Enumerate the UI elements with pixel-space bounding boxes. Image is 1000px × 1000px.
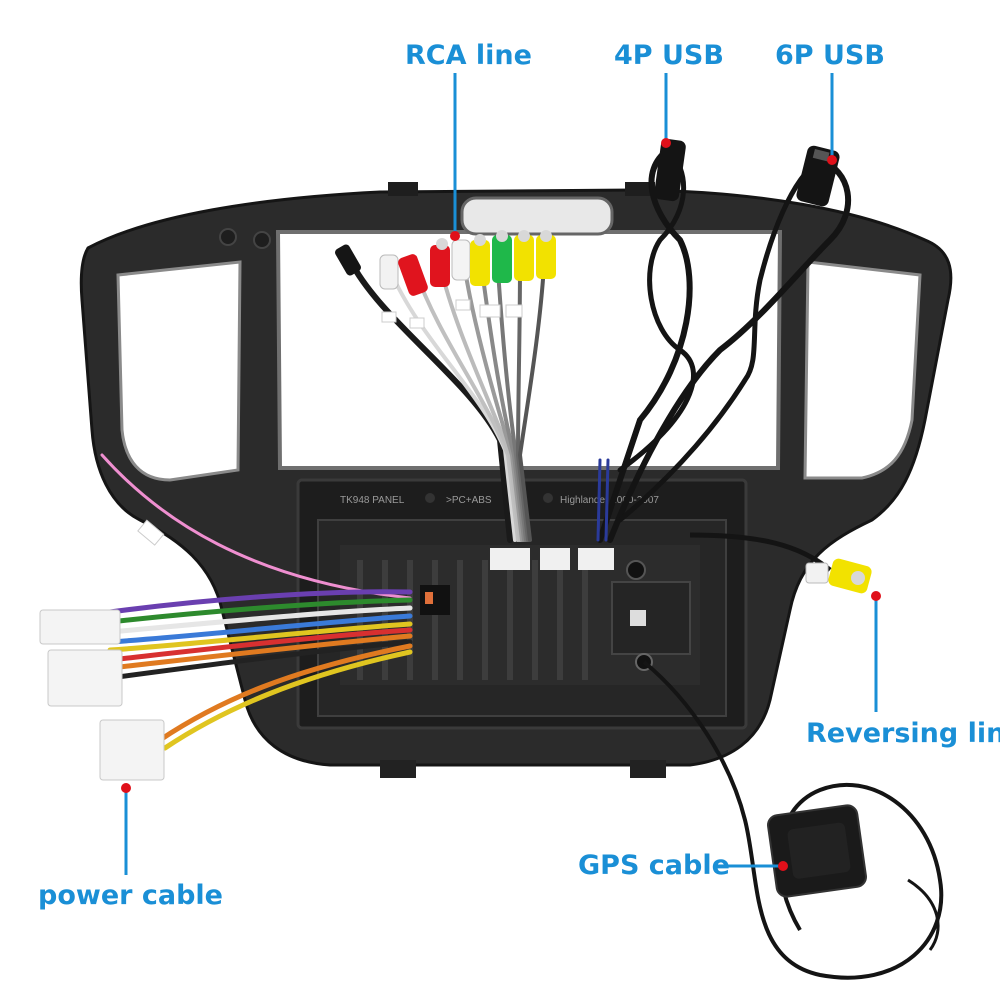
reversing-cable [689, 532, 872, 594]
callout-leaders [124, 73, 878, 875]
power-harness [39, 453, 413, 781]
usb6p-dot [827, 155, 837, 165]
rca-line-label: RCA line [405, 40, 532, 71]
power-cable-label: power cable [38, 880, 223, 911]
reversing-line-label: Reversing line [806, 718, 1000, 749]
power-dot [121, 783, 131, 793]
usb4p-dot [661, 138, 671, 148]
gps-dot [778, 861, 788, 871]
panel-vehicle-text: Highlander 2000-2007 [560, 495, 659, 506]
gps-antenna [642, 660, 944, 980]
usb-cables [596, 138, 851, 543]
rca-cable-bundle [335, 230, 556, 543]
reversing-dot [871, 591, 881, 601]
usb-6p-label: 6P USB [775, 40, 885, 71]
callout-dots [121, 138, 881, 871]
gps-cable-label: GPS cable [578, 850, 730, 881]
panel-model-text: TK948 PANEL [340, 495, 405, 506]
rca-dot [450, 231, 460, 241]
usb-4p-label: 4P USB [614, 40, 724, 71]
head-unit-back: TK948 PANEL >PC+ABS Highlander 2000-2007 [296, 478, 748, 730]
panel-material-text: >PC+ABS [446, 495, 492, 506]
